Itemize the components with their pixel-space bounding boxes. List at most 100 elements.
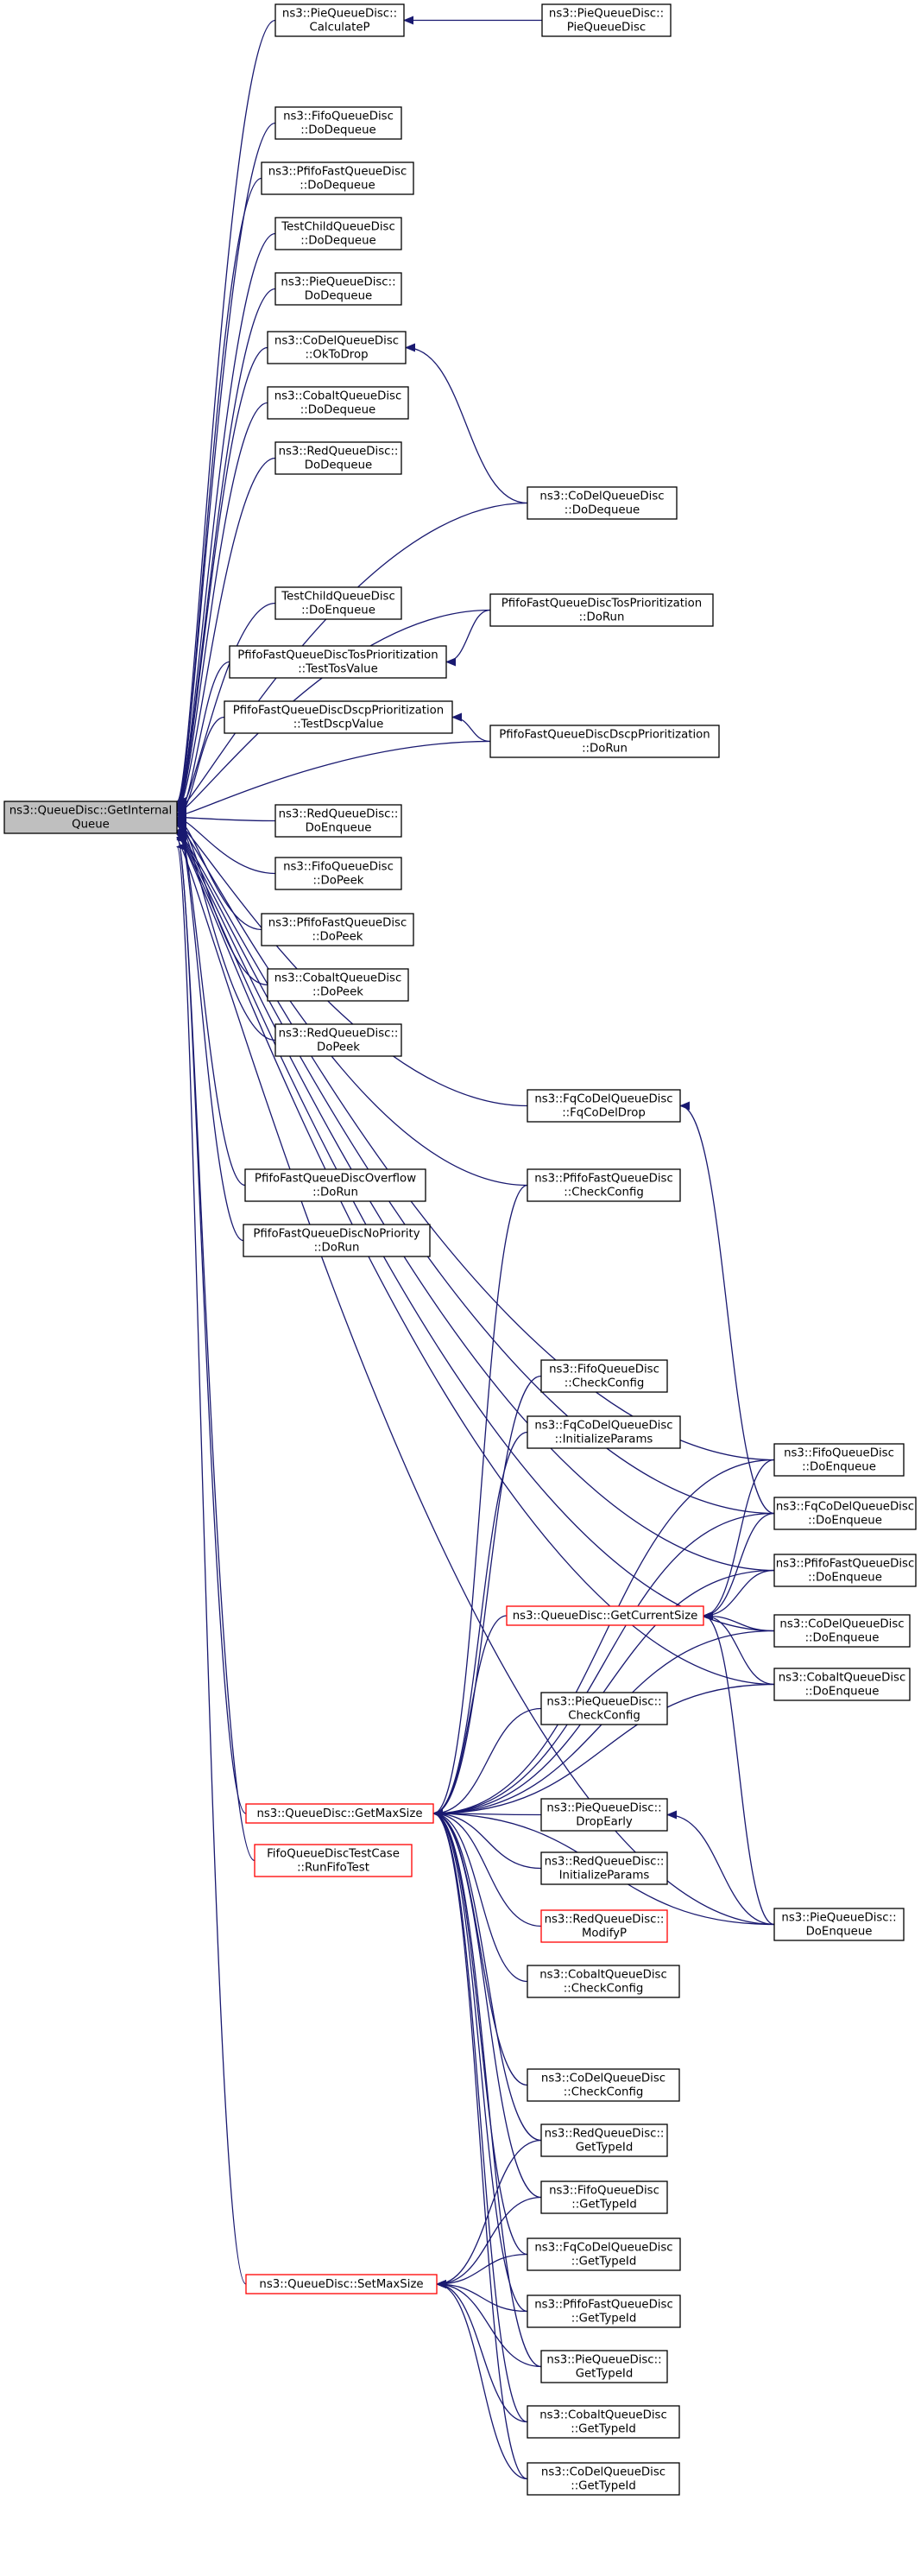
edge-fqcodel-doenqueue-to-getmaxsize: [432, 1512, 775, 1818]
edge-pie-doenqueue-to-pie-dropearly: [666, 1810, 775, 1926]
edge-cobalt-doenqueue-to-root: [176, 831, 775, 1686]
node-label-line: ::DoDequeue: [300, 404, 375, 417]
node-red-dopeek[interactable]: ns3::RedQueueDisc::DoPeek: [274, 1023, 402, 1057]
node-label-line: ::DoRun: [582, 743, 628, 756]
node-fifo-dopeek[interactable]: ns3::FifoQueueDisc::DoPeek: [274, 857, 402, 890]
node-tos-dorun[interactable]: PfifoFastQueueDiscTosPrioritization::DoR…: [489, 593, 714, 627]
node-red-doenqueue[interactable]: ns3::RedQueueDisc::DoEnqueue: [274, 804, 402, 838]
node-pie-dropearly[interactable]: ns3::PieQueueDisc::DropEarly: [540, 1798, 668, 1832]
node-box: [243, 1224, 431, 1257]
node-pfifo-doenqueue[interactable]: ns3::PfifoFastQueueDisc::DoEnqueue: [773, 1554, 917, 1587]
node-pie-doenqueue[interactable]: ns3::PieQueueDisc::DoEnqueue: [773, 1908, 905, 1941]
node-label-line: ::DoDequeue: [300, 180, 375, 193]
node-cobalt-dodequeue[interactable]: ns3::CobaltQueueDisc::DoDequeue: [267, 386, 409, 420]
node-cobalt-checkconfig[interactable]: ns3::CobaltQueueDisc::CheckConfig: [527, 1965, 680, 1998]
node-setmaxsize[interactable]: ns3::QueueDisc::SetMaxSize: [245, 2274, 438, 2294]
node-label-line: ::CheckConfig: [564, 1983, 644, 1996]
node-label-line: ns3::FifoQueueDisc: [283, 861, 394, 874]
node-label-line: ns3::QueueDisc::GetMaxSize: [256, 1807, 422, 1820]
edge-codel-gettypeid-to-getmaxsize: [432, 1809, 528, 2480]
edge-pie-gettypeid-to-setmaxsize: [436, 2280, 542, 2368]
node-cobalt-dopeek[interactable]: ns3::CobaltQueueDisc::DoPeek: [267, 968, 409, 1002]
node-pfifo-dodequeue[interactable]: ns3::PfifoFastQueueDisc::DoDequeue: [261, 161, 414, 195]
node-codel-doenqueue[interactable]: ns3::CoDelQueueDisc::DoEnqueue: [773, 1614, 911, 1648]
node-red-modifyp[interactable]: ns3::RedQueueDisc::ModifyP: [540, 1909, 668, 1943]
node-label-line: ::DoRun: [312, 1187, 358, 1199]
node-box: [274, 1023, 402, 1057]
node-label-line: DoDequeue: [305, 459, 372, 472]
node-pfifo-dopeek[interactable]: ns3::PfifoFastQueueDisc::DoPeek: [261, 913, 414, 946]
node-codel-gettypeid[interactable]: ns3::CoDelQueueDisc::GetTypeId: [527, 2462, 680, 2496]
node-label-line: ns3::CoDelQueueDisc: [541, 2466, 666, 2479]
node-pie-gettypeid[interactable]: ns3::PieQueueDisc::GetTypeId: [540, 2350, 668, 2383]
node-box: [773, 1497, 917, 1530]
node-label-line: ns3::PieQueueDisc::: [282, 8, 397, 21]
node-label-line: ns3::FifoQueueDisc: [549, 2185, 659, 2198]
node-tos-testtos[interactable]: PfifoFastQueueDiscTosPrioritization::Tes…: [229, 645, 447, 679]
node-pie-checkconfig[interactable]: ns3::PieQueueDisc::CheckConfig: [540, 1692, 668, 1725]
edge-cobalt-checkconfig-to-getmaxsize: [432, 1809, 528, 1983]
node-fqcodel-gettypeid[interactable]: ns3::FqCoDelQueueDisc::GetTypeId: [527, 2237, 681, 2271]
node-fifo-gettypeid[interactable]: ns3::FifoQueueDisc::GetTypeId: [540, 2180, 668, 2214]
node-testchild-dodequeue[interactable]: TestChildQueueDisc::DoDequeue: [274, 217, 402, 250]
node-codel-oktodrop[interactable]: ns3::CoDelQueueDisc::OkToDrop: [267, 331, 407, 364]
node-getmaxsize[interactable]: ns3::QueueDisc::GetMaxSize: [245, 1803, 434, 1824]
node-cobalt-doenqueue[interactable]: ns3::CobaltQueueDisc::DoEnqueue: [773, 1668, 911, 1701]
edge-fqcodel-gettypeid-to-setmaxsize: [436, 2253, 528, 2288]
node-fifo-doenqueue[interactable]: ns3::FifoQueueDisc::DoEnqueue: [773, 1443, 905, 1477]
node-pie-ctor[interactable]: ns3::PieQueueDisc::PieQueueDisc: [541, 3, 672, 37]
node-nopriority-dorun[interactable]: PfifoFastQueueDiscNoPriority::DoRun: [243, 1224, 431, 1257]
node-cobalt-gettypeid[interactable]: ns3::CobaltQueueDisc::GetTypeId: [527, 2405, 680, 2439]
node-label-line: ns3::CoDelQueueDisc: [274, 335, 399, 348]
node-label-line: FifoQueueDiscTestCase: [267, 1848, 400, 1861]
edge-cobalt-doenqueue-to-getmaxsize: [432, 1683, 775, 1818]
node-fqcodel-drop[interactable]: ns3::FqCoDelQueueDisc::FqCoDelDrop: [527, 1089, 681, 1123]
node-dscp-dorun[interactable]: PfifoFastQueueDiscDscpPrioritization::Do…: [489, 725, 720, 758]
node-box: [773, 1614, 911, 1648]
node-label-line: ns3::PieQueueDisc::: [546, 1696, 661, 1709]
node-box: [541, 3, 672, 37]
node-label-line: ns3::PfifoFastQueueDisc: [776, 1558, 915, 1571]
node-pie-calculatep[interactable]: ns3::PieQueueDisc::CalculateP: [274, 3, 405, 37]
node-label-line: GetTypeId: [576, 2368, 634, 2381]
node-label-line: ns3::PfifoFastQueueDisc: [534, 1173, 673, 1186]
node-pfifo-checkconfig[interactable]: ns3::PfifoFastQueueDisc::CheckConfig: [527, 1168, 681, 1202]
node-label-line: ns3::RedQueueDisc::: [545, 1856, 665, 1869]
node-label-line: ns3::FifoQueueDisc: [784, 1447, 894, 1460]
edge-fifo-doenqueue-to-getmaxsize: [432, 1459, 775, 1818]
node-red-dodequeue[interactable]: ns3::RedQueueDisc::DoDequeue: [274, 441, 402, 475]
node-box: [540, 1851, 668, 1885]
node-codel-checkconfig[interactable]: ns3::CoDelQueueDisc::CheckConfig: [527, 2068, 680, 2102]
edge-codel-doenqueue-to-getcurrentsize: [703, 1611, 775, 1632]
node-box: [527, 486, 678, 520]
node-label-line: ::OkToDrop: [305, 349, 368, 362]
node-getcurrentsize[interactable]: ns3::QueueDisc::GetCurrentSize: [506, 1605, 704, 1626]
node-fqcodel-initparams[interactable]: ns3::FqCoDelQueueDisc::InitializeParams: [527, 1415, 681, 1449]
node-fifotest-run[interactable]: FifoQueueDiscTestCase::RunFifoTest: [254, 1844, 413, 1877]
edge-pie-checkconfig-to-getmaxsize: [432, 1707, 542, 1818]
node-label-line: ns3::FqCoDelQueueDisc: [534, 2242, 672, 2255]
node-codel-dodequeue[interactable]: ns3::CoDelQueueDisc::DoDequeue: [527, 486, 678, 520]
edge-fifo-gettypeid-to-getmaxsize: [432, 1809, 542, 2199]
node-label-line: ::DoPeek: [312, 931, 363, 944]
node-overflow-dorun[interactable]: PfifoFastQueueDiscOverflow::DoRun: [244, 1168, 426, 1202]
node-red-gettypeid[interactable]: ns3::RedQueueDisc::GetTypeId: [540, 2123, 668, 2157]
node-pie-dodequeue[interactable]: ns3::PieQueueDisc::DoDequeue: [274, 272, 402, 306]
node-label-line: ns3::CoDelQueueDisc: [779, 1618, 904, 1631]
node-fqcodel-doenqueue[interactable]: ns3::FqCoDelQueueDisc::DoEnqueue: [773, 1497, 917, 1530]
node-fifo-checkconfig[interactable]: ns3::FifoQueueDisc::CheckConfig: [540, 1359, 668, 1393]
node-pfifo-gettypeid[interactable]: ns3::PfifoFastQueueDisc::GetTypeId: [527, 2294, 681, 2328]
node-testchild-doenqueue[interactable]: TestChildQueueDisc::DoEnqueue: [274, 586, 402, 620]
node-fifo-dodequeue[interactable]: ns3::FifoQueueDisc::DoDequeue: [274, 106, 402, 140]
node-box: [274, 217, 402, 250]
node-box: [245, 1803, 434, 1824]
node-label-line: CalculateP: [309, 22, 369, 35]
node-red-initparams[interactable]: ns3::RedQueueDisc::InitializeParams: [540, 1851, 668, 1885]
edge-fqcodel-initparams-to-getmaxsize: [432, 1431, 528, 1818]
node-dscp-testdscp[interactable]: PfifoFastQueueDiscDscpPrioritization::Te…: [224, 700, 453, 734]
node-label-line: ns3::PieQueueDisc::: [281, 276, 395, 289]
node-label-line: ::DoEnqueue: [805, 1632, 880, 1645]
edge-pfifo-checkconfig-to-getmaxsize: [432, 1184, 528, 1818]
node-label-line: ns3::PieQueueDisc::: [781, 1912, 896, 1925]
